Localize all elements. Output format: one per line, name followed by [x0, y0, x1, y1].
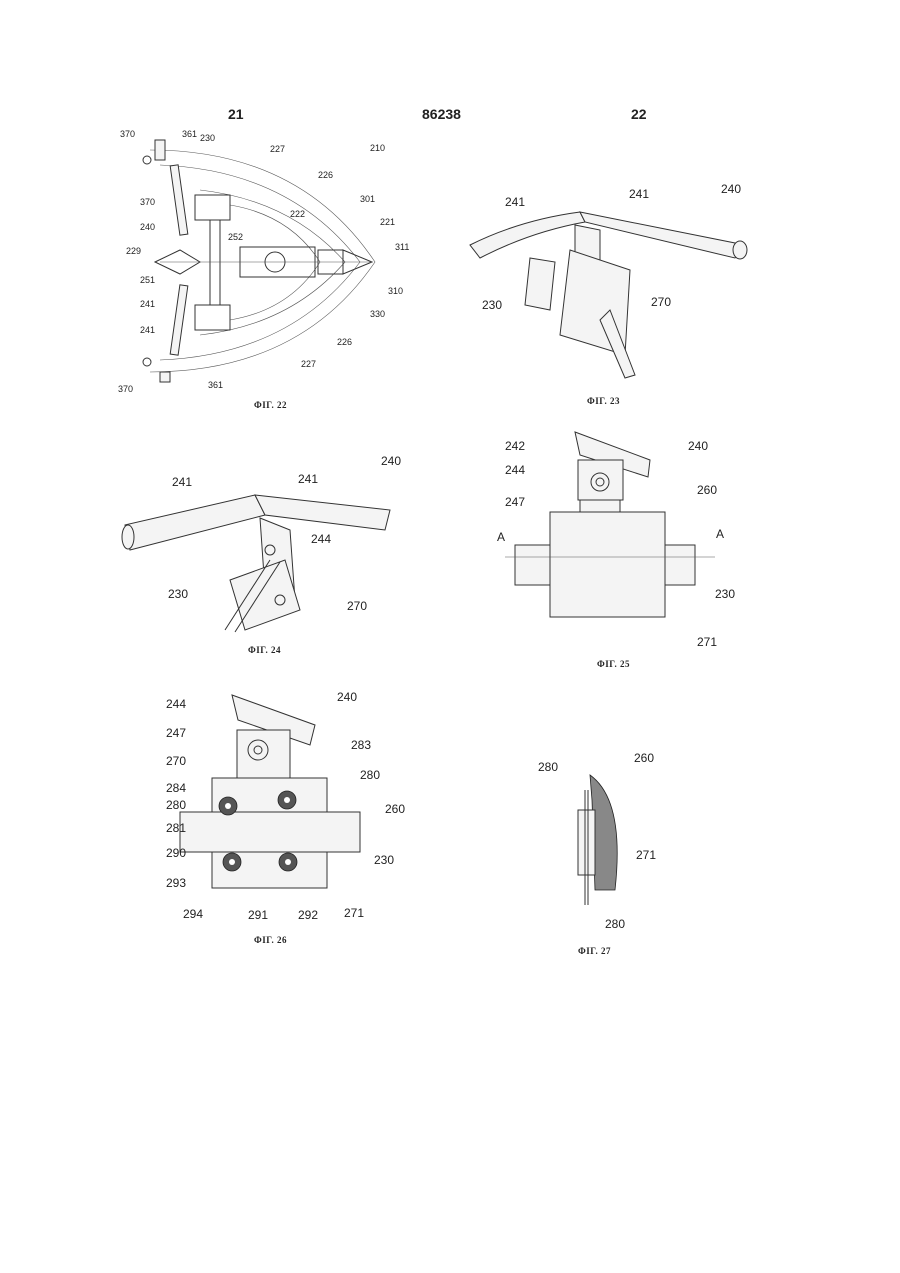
- svg-text:310: 310: [388, 286, 403, 296]
- figure-25-caption: ФІГ. 25: [597, 659, 630, 669]
- svg-text:260: 260: [697, 483, 717, 497]
- svg-text:A: A: [497, 530, 505, 544]
- svg-text:230: 230: [482, 298, 502, 312]
- svg-text:230: 230: [168, 587, 188, 601]
- svg-text:229: 229: [126, 246, 141, 256]
- patent-drawings: 370 361 230 227 210 226 370 222 301 221 …: [0, 0, 900, 1000]
- svg-text:221: 221: [380, 217, 395, 227]
- svg-text:291: 291: [248, 908, 268, 922]
- svg-text:370: 370: [140, 197, 155, 207]
- svg-text:271: 271: [636, 848, 656, 862]
- svg-text:244: 244: [311, 532, 331, 546]
- svg-text:361: 361: [208, 380, 223, 390]
- figure-26-caption: ФІГ. 26: [254, 935, 287, 945]
- svg-text:283: 283: [351, 738, 371, 752]
- svg-text:240: 240: [140, 222, 155, 232]
- figure-25-drawing: 242 240 244 260 247 A A 230 271: [497, 432, 735, 649]
- svg-text:227: 227: [270, 144, 285, 154]
- svg-text:311: 311: [395, 242, 409, 252]
- svg-text:241: 241: [172, 475, 192, 489]
- svg-text:241: 241: [140, 299, 155, 309]
- svg-text:301: 301: [360, 194, 375, 204]
- svg-text:330: 330: [370, 309, 385, 319]
- svg-text:240: 240: [337, 690, 357, 704]
- svg-text:241: 241: [505, 195, 525, 209]
- svg-text:260: 260: [634, 751, 654, 765]
- svg-text:284: 284: [166, 781, 186, 795]
- svg-text:244: 244: [505, 463, 525, 477]
- svg-text:252: 252: [228, 232, 243, 242]
- svg-text:241: 241: [140, 325, 155, 335]
- svg-text:230: 230: [374, 853, 394, 867]
- figure-27-caption: ФІГ. 27: [578, 946, 611, 956]
- svg-text:251: 251: [140, 275, 155, 285]
- svg-text:227: 227: [301, 359, 316, 369]
- svg-text:240: 240: [381, 454, 401, 468]
- figure-23-drawing: 240 241 241 230 270: [470, 182, 747, 378]
- svg-text:270: 270: [651, 295, 671, 309]
- figure-22-caption: ФІГ. 22: [254, 400, 287, 410]
- svg-text:226: 226: [318, 170, 333, 180]
- figure-22-drawing: 370 361 230 227 210 226 370 222 301 221 …: [118, 129, 409, 394]
- svg-text:294: 294: [183, 907, 203, 921]
- svg-text:271: 271: [697, 635, 717, 649]
- svg-text:270: 270: [166, 754, 186, 768]
- svg-text:241: 241: [298, 472, 318, 486]
- svg-text:222: 222: [290, 209, 305, 219]
- figure-24-caption: ФІГ. 24: [248, 645, 281, 655]
- figure-26-drawing: 240 244 247 283 270 280 284 280 260 281 …: [166, 690, 405, 922]
- svg-text:281: 281: [166, 821, 186, 835]
- svg-text:241: 241: [629, 187, 649, 201]
- svg-text:247: 247: [166, 726, 186, 740]
- svg-text:271: 271: [344, 906, 364, 920]
- svg-text:370: 370: [120, 129, 135, 139]
- svg-text:280: 280: [166, 798, 186, 812]
- figure-24-drawing: 240 241 241 244 230 270: [122, 454, 401, 632]
- svg-text:230: 230: [200, 133, 215, 143]
- svg-text:290: 290: [166, 846, 186, 860]
- svg-text:361: 361: [182, 129, 197, 139]
- figure-23-caption: ФІГ. 23: [587, 396, 620, 406]
- svg-text:280: 280: [360, 768, 380, 782]
- svg-text:240: 240: [721, 182, 741, 196]
- svg-text:260: 260: [385, 802, 405, 816]
- svg-text:226: 226: [337, 337, 352, 347]
- svg-text:280: 280: [605, 917, 625, 931]
- svg-text:230: 230: [715, 587, 735, 601]
- svg-text:247: 247: [505, 495, 525, 509]
- svg-text:242: 242: [505, 439, 525, 453]
- svg-text:370: 370: [118, 384, 133, 394]
- svg-text:244: 244: [166, 697, 186, 711]
- svg-text:293: 293: [166, 876, 186, 890]
- svg-text:292: 292: [298, 908, 318, 922]
- svg-text:270: 270: [347, 599, 367, 613]
- svg-text:240: 240: [688, 439, 708, 453]
- svg-text:280: 280: [538, 760, 558, 774]
- svg-text:210: 210: [370, 143, 385, 153]
- figure-27-drawing: 280 260 271 280: [538, 751, 656, 931]
- svg-text:A: A: [716, 527, 724, 541]
